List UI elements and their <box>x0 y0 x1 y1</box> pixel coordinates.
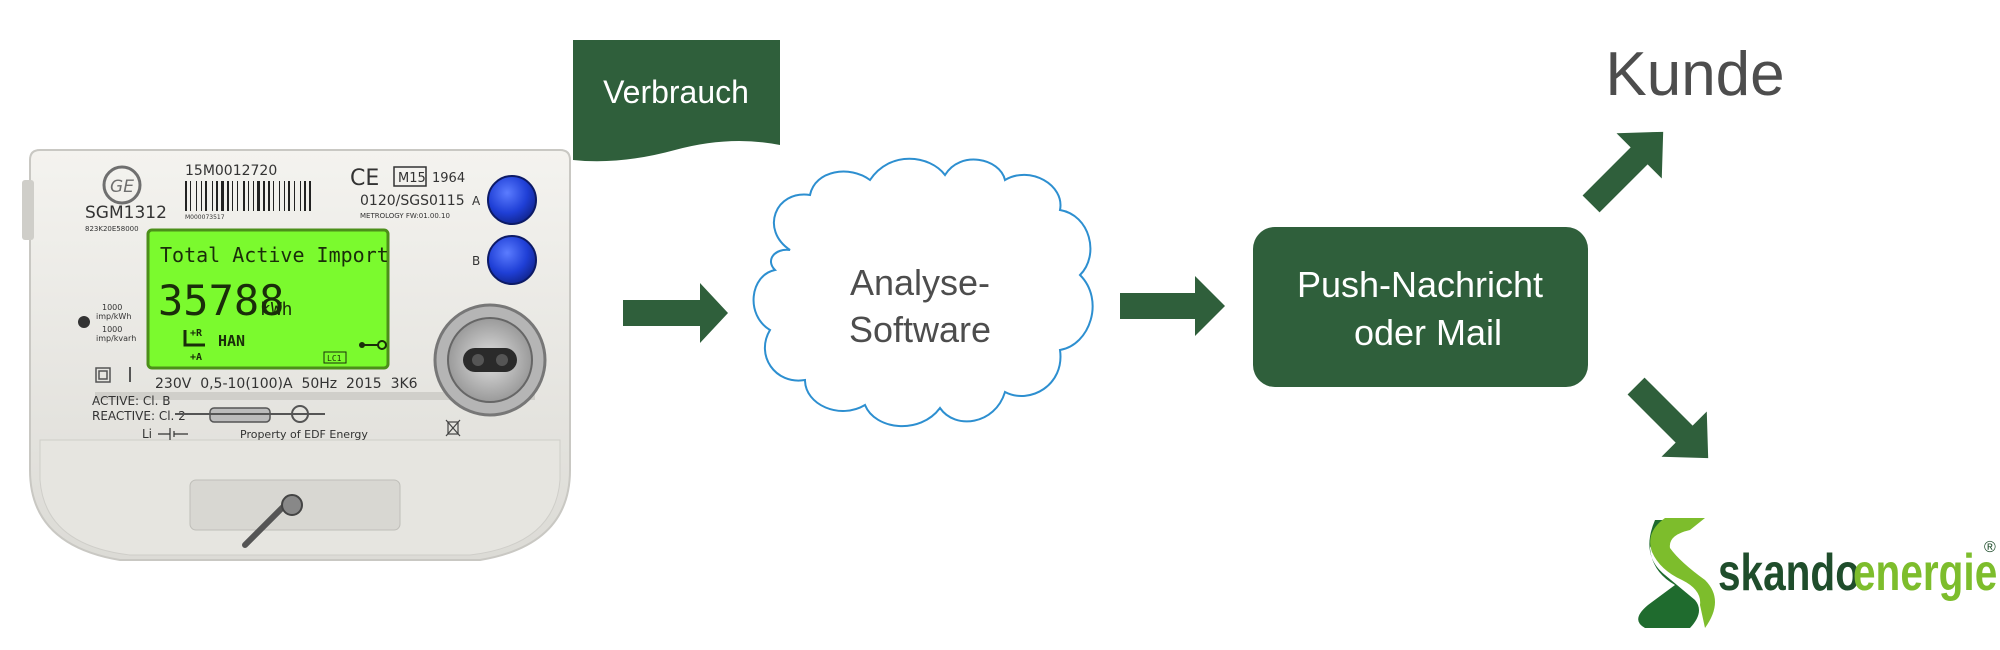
firmware-version: METROLOGY FW:01.00.10 <box>360 212 450 220</box>
lcd-han: HAN <box>218 332 245 350</box>
rate-kvarh-2: imp/kvarh <box>96 334 136 343</box>
skando-energie-logo: skando energie ® <box>1638 518 1997 628</box>
barcode-bar <box>232 181 233 211</box>
barcode-bar <box>300 181 301 211</box>
smart-meter-image: GE 15M0012720 SGM1312 823K20E58000 M0000… <box>22 149 571 561</box>
meter-button-b <box>487 235 537 285</box>
barcode-bar <box>263 181 265 211</box>
lcd-display: Total Active Import 35788 kWh +R +A HAN … <box>146 228 390 370</box>
lcd-a-indicator: +A <box>190 352 202 363</box>
consumption-document-shape: Verbrauch <box>573 40 780 162</box>
arrow-cloud-to-notification <box>1120 276 1225 336</box>
lcd-key-icon <box>359 340 387 350</box>
arrow-to-customer <box>1582 131 1664 213</box>
lcd-unit: kWh <box>260 299 293 320</box>
lcd-r-indicator: +R <box>190 328 203 339</box>
svg-text:GE: GE <box>110 177 134 197</box>
barcode-bar <box>279 181 280 211</box>
notification-label-line2: oder Mail <box>1354 312 1502 353</box>
button-b-label: B <box>472 254 480 268</box>
barcode <box>185 181 311 211</box>
barcode-bar <box>227 181 229 211</box>
li-label: Li <box>142 427 152 441</box>
logo-registered-mark: ® <box>1984 539 1996 556</box>
rate-kwh-1: 1000 <box>102 303 122 312</box>
skando-s-icon <box>1638 518 1715 628</box>
logo-word-energie: energie <box>1853 543 1997 601</box>
customer-label: Kunde <box>1605 40 1784 109</box>
rate-kwh-2: imp/kWh <box>96 312 131 321</box>
barcode-bar <box>201 181 202 211</box>
barcode-bar <box>284 181 285 211</box>
class-active: ACTIVE: Cl. B <box>92 394 170 408</box>
seal-wire-top <box>175 405 325 423</box>
barcode-bar <box>190 181 191 211</box>
analysis-software-cloud: Analyse- Software <box>752 157 1094 428</box>
weee-bin-icon <box>445 419 461 437</box>
barcode-bar <box>309 181 311 211</box>
barcode-bar <box>243 181 245 211</box>
notification-box: Push-Nachricht oder Mail <box>1253 227 1588 387</box>
meter-model-sub: 823K20E58000 <box>85 225 139 233</box>
barcode-bar <box>257 181 260 211</box>
barcode-bar <box>294 181 295 211</box>
barcode-bar <box>273 181 274 211</box>
meter-year: 1964 <box>432 171 465 186</box>
notification-label-line1: Push-Nachricht <box>1297 264 1543 305</box>
lcd-value: 35788 <box>158 276 284 325</box>
barcode-bar <box>288 181 290 211</box>
ce-mark: CE <box>350 166 379 191</box>
m-code: M15 <box>398 171 426 186</box>
arrow-to-skando <box>1627 377 1709 459</box>
rate-kvarh-1: 1000 <box>102 325 122 334</box>
class-reactive: REACTIVE: Cl. 2 <box>92 409 186 423</box>
barcode-bar <box>185 181 187 211</box>
barcode-bar <box>268 181 270 211</box>
cloud-label-line2: Software <box>849 309 991 350</box>
property-label: Property of EDF Energy <box>240 428 368 441</box>
meter-button-a <box>487 175 537 225</box>
barcode-bar <box>248 181 249 211</box>
lcd-title: Total Active Import <box>160 243 389 267</box>
seal-wire-bottom <box>242 494 303 548</box>
approval-number: 0120/SGS0115 <box>360 193 465 209</box>
barcode-bar <box>221 181 224 211</box>
barcode-bar <box>216 181 218 211</box>
barcode-bar <box>304 181 306 211</box>
barcode-bar <box>196 181 197 211</box>
button-a-label: A <box>472 194 481 208</box>
meter-serial: 15M0012720 <box>185 163 277 179</box>
barcode-bar <box>212 181 213 211</box>
meter-model: SGM1312 <box>85 203 167 223</box>
barcode-bar <box>253 181 254 211</box>
barcode-sub: M000073517 <box>185 214 225 221</box>
logo-word-skando: skando <box>1718 543 1860 601</box>
consumption-label: Verbrauch <box>603 74 749 110</box>
ge-logo-icon: GE <box>102 165 142 205</box>
arrow-meter-to-cloud <box>623 283 728 343</box>
lcd-lc: LC1 <box>327 354 342 363</box>
cloud-label-line1: Analyse- <box>850 262 990 303</box>
spec-line: 230V 0,5-10(100)A 50Hz 2015 3K6 <box>155 376 418 392</box>
optical-port <box>433 303 547 417</box>
barcode-bar <box>205 181 207 211</box>
barcode-bar <box>237 181 238 211</box>
